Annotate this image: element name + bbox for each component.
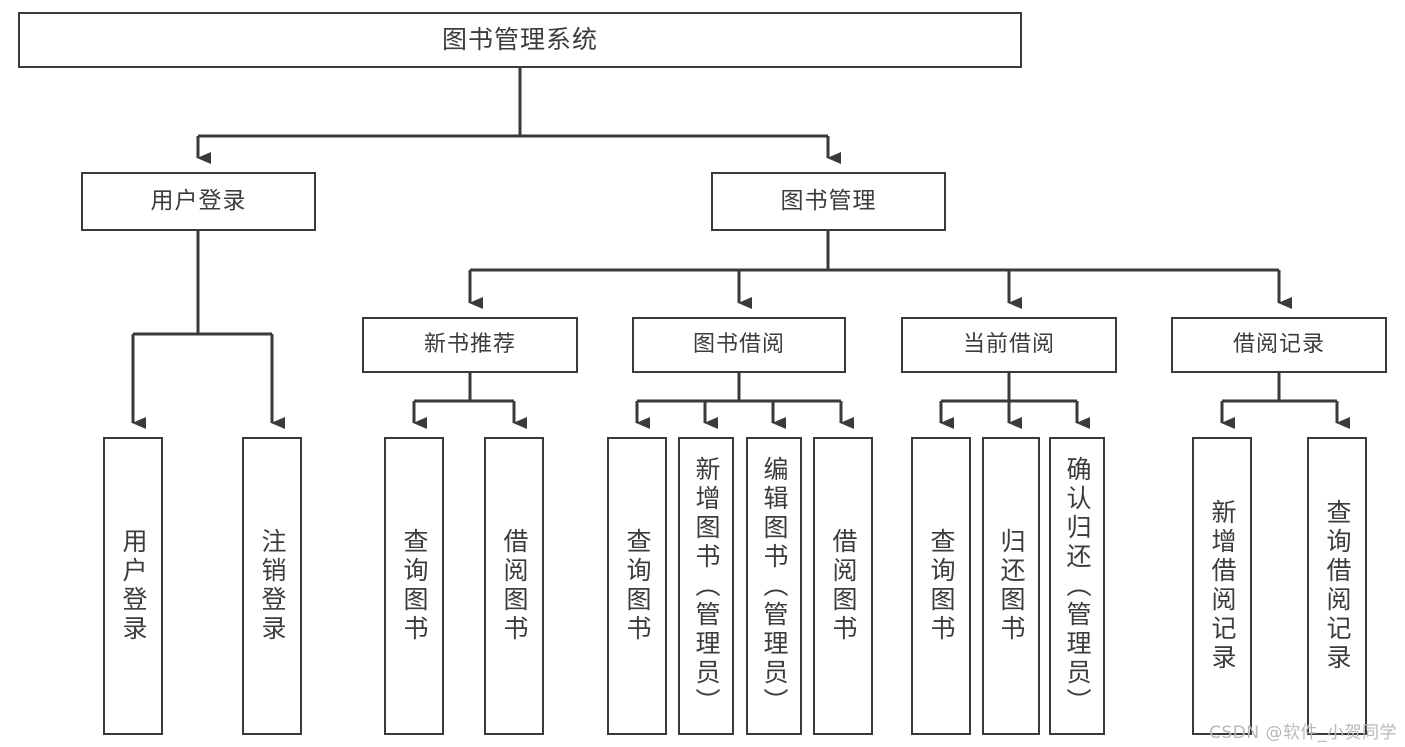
leaf-return-book-label: 归还图书 bbox=[997, 528, 1026, 644]
leaf-query-record[interactable]: 查询借阅记录 bbox=[1307, 437, 1367, 735]
leaf-query-book-1-label: 查询图书 bbox=[400, 528, 429, 644]
leaf-confirm-return[interactable]: 确认归还（管理员） bbox=[1049, 437, 1105, 735]
node-user-login[interactable]: 用户登录 bbox=[81, 172, 316, 231]
leaf-query-book-2-label: 查询图书 bbox=[623, 528, 652, 644]
leaf-edit-book-label: 编辑图书（管理员） bbox=[760, 455, 789, 717]
node-user-login-label: 用户登录 bbox=[150, 188, 247, 215]
node-root[interactable]: 图书管理系统 bbox=[18, 12, 1022, 68]
leaf-add-record[interactable]: 新增借阅记录 bbox=[1192, 437, 1252, 735]
leaf-borrow-book-1[interactable]: 借阅图书 bbox=[484, 437, 544, 735]
node-borrow-record-label: 借阅记录 bbox=[1232, 332, 1325, 358]
node-book-borrow-label: 图书借阅 bbox=[692, 332, 785, 358]
leaf-user-login[interactable]: 用户登录 bbox=[103, 437, 163, 735]
leaf-query-book-3-label: 查询图书 bbox=[927, 528, 956, 644]
csdn-watermark: CSDN @软件_小贺同学 bbox=[1209, 723, 1397, 743]
node-book-manage-label: 图书管理 bbox=[780, 188, 877, 215]
leaf-add-record-label: 新增借阅记录 bbox=[1208, 499, 1237, 673]
leaf-logout-login[interactable]: 注销登录 bbox=[242, 437, 302, 735]
leaf-borrow-book-1-label: 借阅图书 bbox=[500, 528, 529, 644]
leaf-add-book-label: 新增图书（管理员） bbox=[692, 455, 721, 717]
leaf-confirm-return-label: 确认归还（管理员） bbox=[1063, 455, 1092, 717]
leaf-return-book[interactable]: 归还图书 bbox=[982, 437, 1040, 735]
node-current-borrow[interactable]: 当前借阅 bbox=[901, 317, 1117, 373]
node-book-manage[interactable]: 图书管理 bbox=[711, 172, 946, 231]
leaf-query-book-1[interactable]: 查询图书 bbox=[384, 437, 444, 735]
node-new-book-recommend[interactable]: 新书推荐 bbox=[362, 317, 578, 373]
node-book-borrow[interactable]: 图书借阅 bbox=[632, 317, 846, 373]
leaf-add-book[interactable]: 新增图书（管理员） bbox=[678, 437, 734, 735]
leaf-query-book-3[interactable]: 查询图书 bbox=[911, 437, 971, 735]
leaf-edit-book[interactable]: 编辑图书（管理员） bbox=[746, 437, 802, 735]
node-current-borrow-label: 当前借阅 bbox=[962, 332, 1055, 358]
leaf-query-book-2[interactable]: 查询图书 bbox=[607, 437, 667, 735]
leaf-borrow-book-2[interactable]: 借阅图书 bbox=[813, 437, 873, 735]
leaf-logout-login-label: 注销登录 bbox=[258, 528, 287, 644]
leaf-query-record-label: 查询借阅记录 bbox=[1323, 499, 1352, 673]
leaf-borrow-book-2-label: 借阅图书 bbox=[829, 528, 858, 644]
node-borrow-record[interactable]: 借阅记录 bbox=[1171, 317, 1387, 373]
node-root-label: 图书管理系统 bbox=[441, 24, 598, 54]
node-new-book-recommend-label: 新书推荐 bbox=[423, 332, 516, 358]
leaf-user-login-label: 用户登录 bbox=[119, 528, 148, 644]
